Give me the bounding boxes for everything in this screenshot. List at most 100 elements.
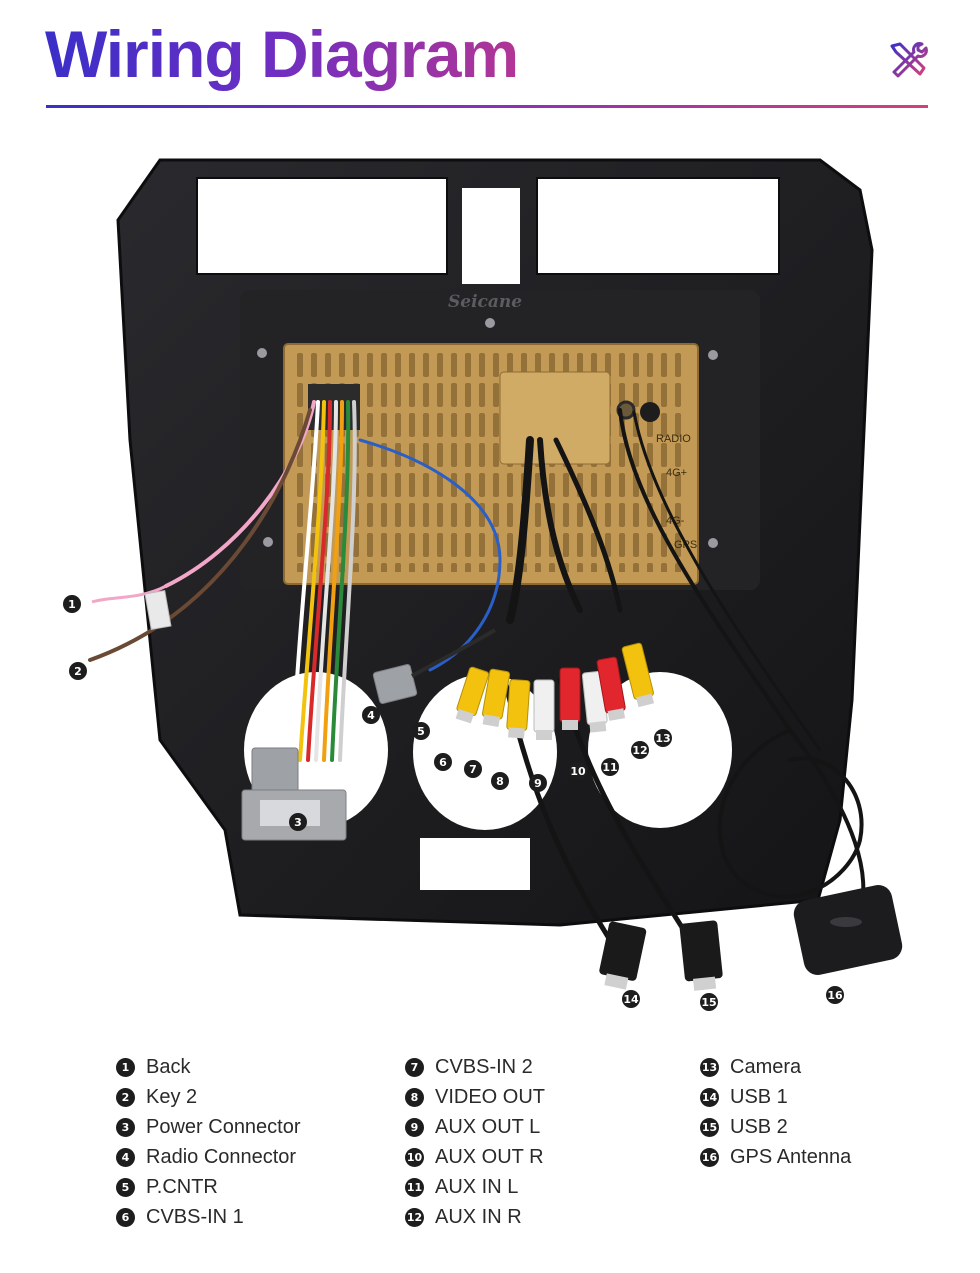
legend-label: VIDEO OUT	[435, 1085, 546, 1108]
legend-item: 12 AUX IN R	[405, 1202, 545, 1232]
legend-label: Back	[146, 1055, 191, 1078]
legend-number: 12	[405, 1207, 424, 1227]
legend-number: 1	[116, 1057, 135, 1077]
callout-15: 15	[700, 993, 718, 1011]
svg-text:7: 7	[469, 763, 477, 776]
callout-1: 1	[63, 595, 81, 613]
legend-number: 13	[700, 1057, 719, 1077]
legend-number: 9	[405, 1117, 424, 1137]
callout-4: 4	[362, 706, 380, 724]
legend-column-2: 7 CVBS-IN 2 8 VIDEO OUT 9 AUX OUT L 10 AUX O…	[405, 1052, 545, 1232]
legend-number: 8	[405, 1087, 424, 1107]
legend-item: 15 USB 2	[700, 1112, 851, 1142]
rca-connectors	[455, 642, 655, 740]
legend-item: 13 Camera	[700, 1052, 851, 1082]
legend-label: Radio Connector	[146, 1145, 297, 1168]
legend-label: P.CNTR	[146, 1175, 218, 1198]
legend-number: 6	[116, 1207, 135, 1227]
unit-label-radio: RADIO	[656, 433, 691, 445]
legend-number: 11	[405, 1177, 424, 1197]
usb-plug-2	[679, 920, 723, 982]
svg-text:5: 5	[417, 725, 425, 738]
callout-9: 9	[529, 774, 547, 792]
frame-slot-center	[462, 188, 520, 284]
legend-label: USB 1	[730, 1085, 788, 1108]
usb-plug-1	[599, 921, 647, 981]
svg-text:8: 8	[496, 775, 504, 788]
frame-slot-bottom	[420, 838, 530, 890]
legend-item: 8 VIDEO OUT	[405, 1082, 545, 1112]
gps-antenna	[793, 885, 903, 975]
brand-watermark: Seicane	[448, 292, 522, 312]
callout-6: 6	[434, 753, 452, 771]
legend-column-3: 13 Camera 14 USB 1 15 USB 2 16 GPS Antenna	[700, 1052, 851, 1172]
page-title: Wiring Diagram	[45, 14, 519, 94]
legend-item: 9 AUX OUT L	[405, 1112, 545, 1142]
svg-text:3: 3	[294, 816, 302, 829]
legend-item: 5 P.CNTR	[116, 1172, 301, 1202]
svg-text:4: 4	[367, 709, 375, 722]
frame-slot-right	[536, 177, 780, 275]
legend-item: 1 Back	[116, 1052, 301, 1082]
legend-number: 10	[405, 1147, 424, 1167]
callout-5: 5	[412, 722, 430, 740]
legend-number: 2	[116, 1087, 135, 1107]
legend-label: CVBS-IN 1	[146, 1205, 244, 1228]
legend-number: 15	[700, 1117, 719, 1137]
legend-item: 11 AUX IN L	[405, 1172, 545, 1202]
unit-label-4g-plus: 4G+	[666, 467, 687, 479]
callout-13: 13	[654, 729, 672, 747]
legend-label: USB 2	[730, 1115, 788, 1138]
callout-11: 11	[601, 758, 619, 776]
legend-item: 2 Key 2	[116, 1082, 301, 1112]
callout-2: 2	[69, 662, 87, 680]
legend-label: AUX OUT L	[435, 1115, 541, 1138]
svg-text:12: 12	[632, 744, 647, 757]
svg-text:6: 6	[439, 756, 447, 769]
svg-text:15: 15	[701, 996, 716, 1009]
power-connector	[251, 747, 299, 793]
legend-number: 3	[116, 1117, 135, 1137]
legend-number: 16	[700, 1147, 719, 1167]
legend-label: Camera	[730, 1055, 802, 1078]
legend-number: 5	[116, 1177, 135, 1197]
callout-10: 10	[569, 762, 587, 780]
legend-number: 7	[405, 1057, 424, 1077]
legend-item: 14 USB 1	[700, 1082, 851, 1112]
callout-7: 7	[464, 760, 482, 778]
svg-text:16: 16	[827, 989, 843, 1002]
legend-label: Power Connector	[146, 1115, 301, 1138]
legend-label: AUX IN L	[435, 1175, 519, 1198]
svg-text:11: 11	[602, 761, 617, 774]
legend-item: 6 CVBS-IN 1	[116, 1202, 301, 1232]
legend-number: 4	[116, 1147, 135, 1167]
callout-14: 14	[622, 990, 640, 1008]
legend-item: 3 Power Connector	[116, 1112, 301, 1142]
tools-icon	[890, 42, 928, 78]
frame-slot-left	[196, 177, 448, 275]
title-underline	[46, 105, 928, 108]
svg-text:2: 2	[74, 665, 82, 678]
legend-item: 16 GPS Antenna	[700, 1142, 851, 1172]
svg-text:1: 1	[68, 598, 76, 611]
legend-label: Key 2	[146, 1085, 198, 1108]
callout-8: 8	[491, 772, 509, 790]
legend-label: GPS Antenna	[730, 1145, 852, 1168]
radio-connector	[372, 664, 418, 704]
callout-16: 16	[826, 986, 844, 1004]
callout-markers: 1 2 3 4 5 6 7 8 9 10 11 12 13 14 15 16	[63, 595, 844, 1011]
legend-label: AUX IN R	[435, 1205, 522, 1228]
legend-label: CVBS-IN 2	[435, 1055, 533, 1078]
callout-12: 12	[631, 741, 649, 759]
legend-item: 10 AUX OUT R	[405, 1142, 545, 1172]
callout-3: 3	[289, 813, 307, 831]
svg-text:13: 13	[655, 732, 670, 745]
svg-text:14: 14	[623, 993, 639, 1006]
svg-text:10: 10	[570, 765, 586, 778]
legend-item: 7 CVBS-IN 2	[405, 1052, 545, 1082]
legend-number: 14	[700, 1087, 719, 1107]
svg-text:9: 9	[534, 777, 542, 790]
legend-label: AUX OUT R	[435, 1145, 544, 1168]
harness-wires	[88, 400, 502, 762]
vent-opening-right	[588, 672, 732, 828]
